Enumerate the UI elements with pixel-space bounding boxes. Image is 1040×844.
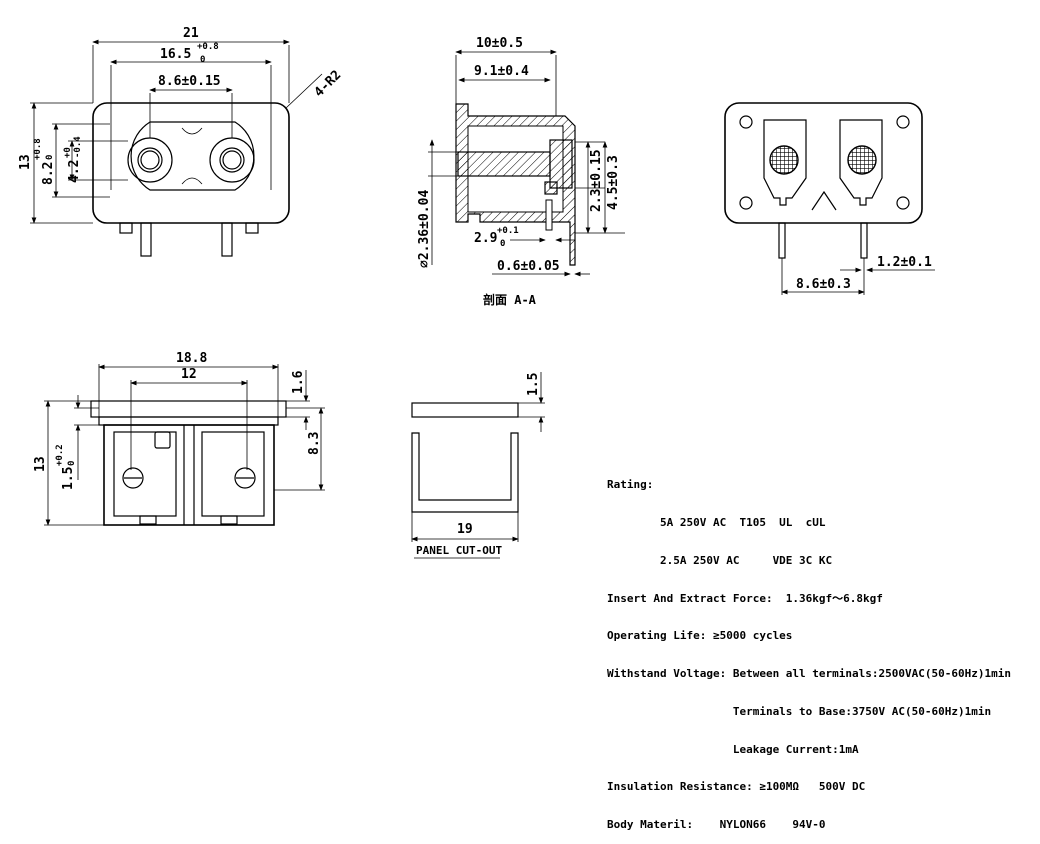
dim-8-2-text: 8.2 bbox=[41, 162, 56, 185]
spec-line: Withstand Voltage: Between all terminals… bbox=[607, 667, 1011, 681]
dim-21-text: 21 bbox=[183, 26, 199, 41]
spec-line: Rating: bbox=[607, 478, 654, 492]
dim-2-9-tol-lower: 0 bbox=[500, 239, 505, 249]
dim-16-5-tol-upper: +0.8 bbox=[197, 42, 219, 52]
dim-4-2-text: 4.2 bbox=[67, 160, 82, 183]
front-view: 21 16.5 +0.8 0 8.6±0.15 4-R2 13 8.2 +0.8… bbox=[18, 26, 345, 257]
section-view: 10±0.5 9.1±0.4 2.3±0.15 4.5±0.3 ∅2.36±0.… bbox=[417, 36, 625, 307]
dim-2-36-text: ∅2.36±0.04 bbox=[417, 190, 432, 268]
rear-dim-1-2-text: 1.2±0.1 bbox=[877, 255, 932, 270]
spec-line: Insulation Resistance: ≥100MΩ 500V DC bbox=[607, 780, 866, 794]
spec-line: Body Materil: NYLON66 94V-0 bbox=[607, 818, 826, 832]
dim-2-9-tol-upper: +0.1 bbox=[497, 226, 519, 236]
dim-9-1-text: 9.1±0.4 bbox=[474, 64, 529, 79]
rear-view: 8.6±0.3 1.2±0.1 bbox=[724, 102, 935, 295]
spec-line: Terminals to Base:3750V AC(50-60Hz)1min bbox=[607, 704, 992, 718]
dim-13-text: 13 bbox=[18, 154, 33, 170]
dim-4-2-tol-upper: +0 bbox=[63, 147, 73, 158]
dim-r2-text: 4-R2 bbox=[312, 68, 345, 101]
panel-cutout-label: PANEL CUT-OUT bbox=[416, 544, 502, 557]
dim-8-6-text: 8.6±0.15 bbox=[158, 74, 221, 89]
dim-4-5-text: 4.5±0.3 bbox=[606, 155, 621, 210]
rear-dim-8-6-text: 8.6±0.3 bbox=[796, 277, 851, 292]
technical-drawing: 21 16.5 +0.8 0 8.6±0.15 4-R2 13 8.2 +0.8… bbox=[18, 26, 935, 559]
section-caption: 剖面 A-A bbox=[483, 292, 537, 307]
cutout-dim-1-5-text: 1.5 bbox=[526, 373, 541, 396]
dim-8-3-text: 8.3 bbox=[307, 432, 322, 455]
dim-12-text: 12 bbox=[181, 367, 197, 382]
dim-16-5-text: 16.5 bbox=[160, 47, 191, 62]
dim-16-5-tol-lower: 0 bbox=[200, 55, 205, 65]
dim-4-2-tol-lower: -0.4 bbox=[73, 136, 83, 158]
dim-1-5-tol-upper: +0.2 bbox=[55, 444, 65, 466]
panel-cutout-view: 1.5 19 PANEL CUT-OUT bbox=[411, 372, 545, 559]
dim-1-6-text: 1.6 bbox=[291, 370, 306, 394]
cutout-dim-19-text: 19 bbox=[457, 522, 473, 537]
dim-0-6-text: 0.6±0.05 bbox=[497, 259, 560, 274]
dim-1-5-tol-lower: 0 bbox=[67, 461, 77, 466]
spec-line: Insert And Extract Force: 1.36kgf～6.8kgf bbox=[607, 591, 883, 605]
dim-13-bottom-text: 13 bbox=[33, 456, 48, 472]
spec-line: Leakage Current:1mA bbox=[607, 742, 859, 756]
dim-2-3-text: 2.3±0.15 bbox=[589, 149, 604, 212]
side-view: 18.8 12 1.6 8.3 13 1.5 +0.2 0 bbox=[33, 351, 325, 526]
dim-8-2-tol-lower: 0 bbox=[45, 155, 55, 160]
dim-1-5-text: 1.5 bbox=[61, 467, 76, 490]
dim-18-8-text: 18.8 bbox=[176, 351, 207, 366]
spec-line: 2.5A 250V AC VDE 3C KC bbox=[607, 553, 833, 567]
spec-line: Operating Life: ≥5000 cycles bbox=[607, 629, 793, 643]
spec-line: 5A 250V AC T105 UL cUL bbox=[607, 515, 826, 529]
dim-8-2-tol-upper: +0.8 bbox=[33, 138, 43, 160]
dim-10-text: 10±0.5 bbox=[476, 36, 523, 51]
dim-2-9-text: 2.9 bbox=[474, 231, 497, 246]
specification-block: Rating: 5A 250V AC T105 UL cUL 2.5A 250V… bbox=[607, 454, 1037, 844]
